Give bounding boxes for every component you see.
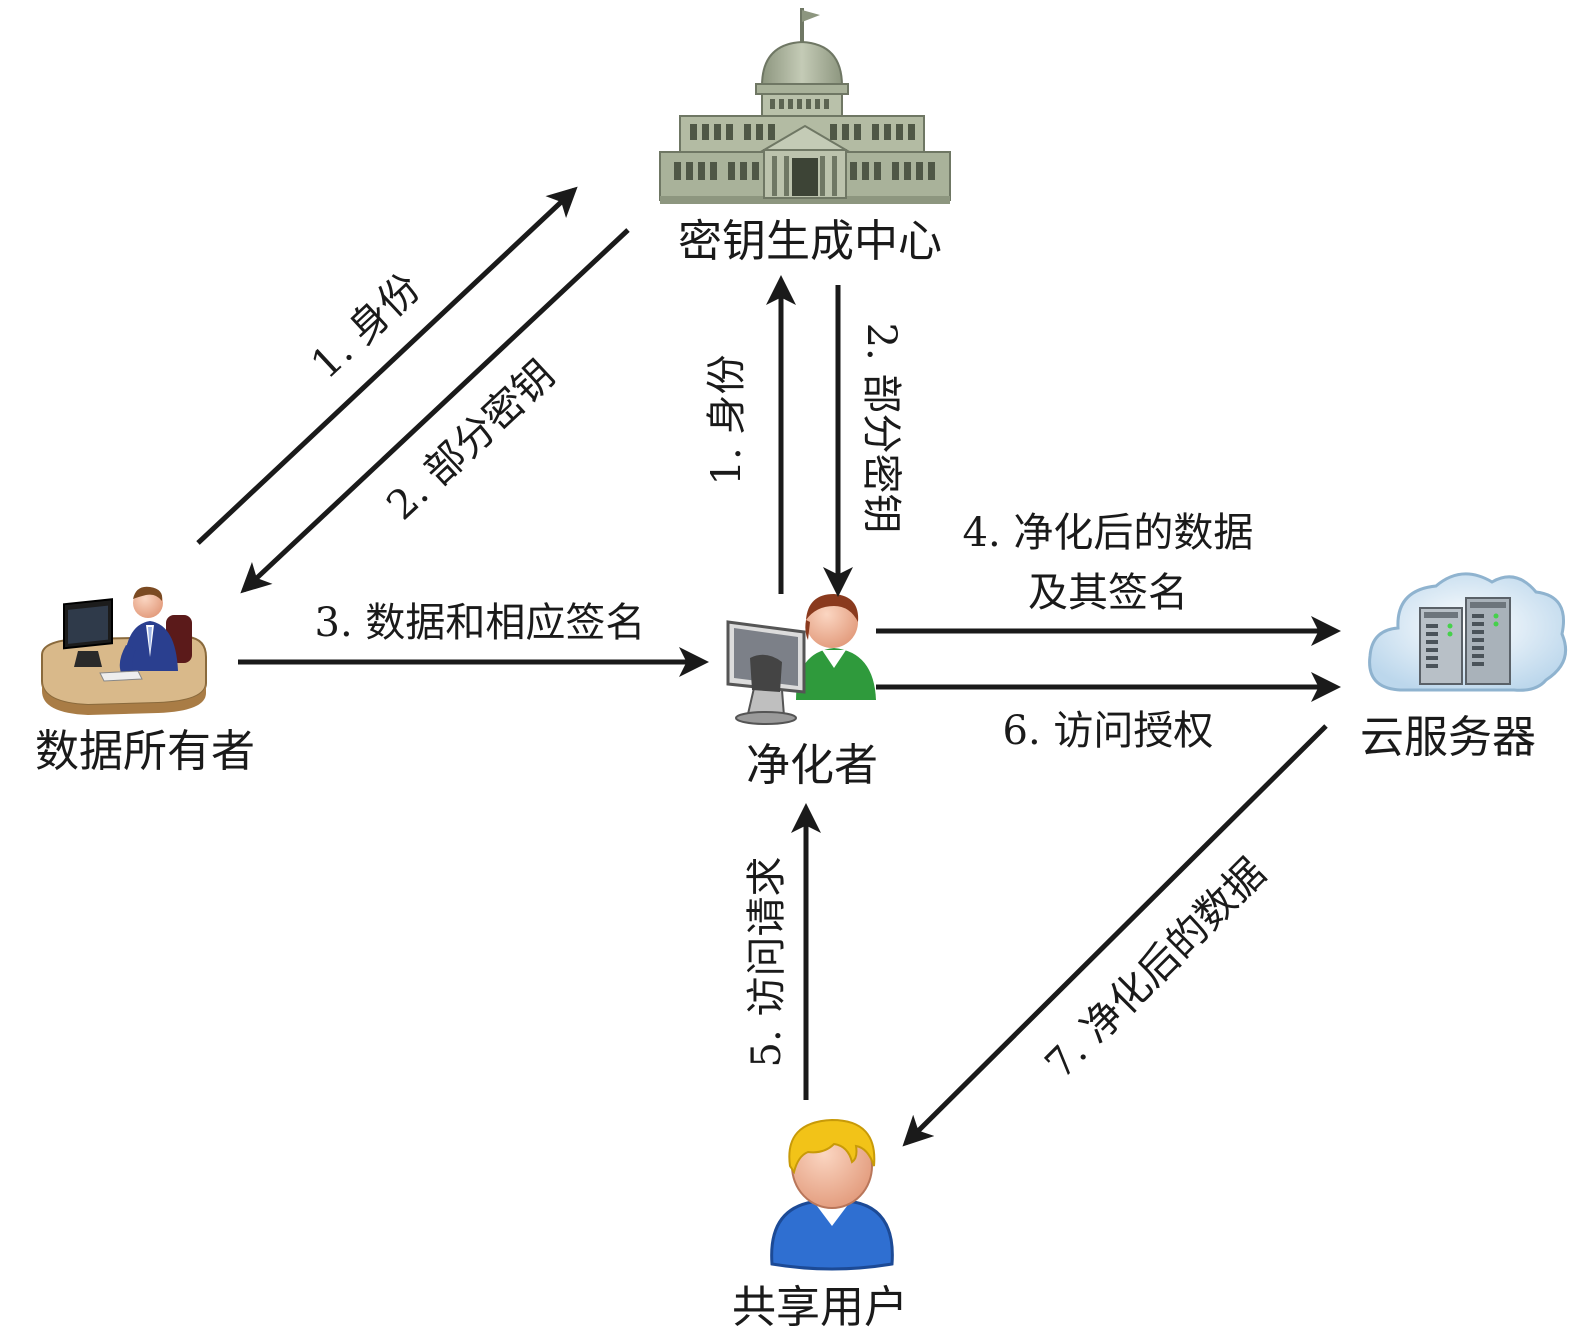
arrow-cloud-to-user-data [902,724,1328,1147]
edge-label-sanitizer-identity: 1. 身份 [704,355,750,486]
edge-label-cloud-data-line2: 及其签名 [1028,570,1188,616]
edge-label-sanitizer-partial-key: 2. 部分密钥 [858,323,904,534]
arrow-owner-to-kgc-identity [196,186,578,545]
user-at-computer-icon [726,594,876,725]
edge-label-cloud-auth: 6. 访问授权 [1003,708,1214,754]
edge-label-owner-data: 3. 数据和相应签名 [315,600,646,646]
businessman-at-desk-icon [41,586,207,715]
edge-label-cloud-data-line1: 4. 净化后的数据 [963,510,1254,556]
edge-label-cloud-to-user-data: 7. 净化后的数据 [1037,850,1275,1088]
arrow-kgc-to-owner-partial-key [240,228,630,594]
cloud-server-icon [1368,572,1567,692]
user-avatar-icon [770,1118,894,1271]
edge-label-user-request: 5. 访问请求 [744,857,790,1068]
edge-label-owner-identity: 1. 身份 [303,265,430,388]
government-building-icon [659,8,951,204]
cloud-label: 云服务器 [1360,712,1536,763]
data-owner-label: 数据所有者 [35,726,255,777]
sanitizer-label: 净化者 [746,740,878,791]
kgc-label: 密钥生成中心 [678,216,942,267]
shared-user-label: 共享用户 [732,1282,908,1333]
